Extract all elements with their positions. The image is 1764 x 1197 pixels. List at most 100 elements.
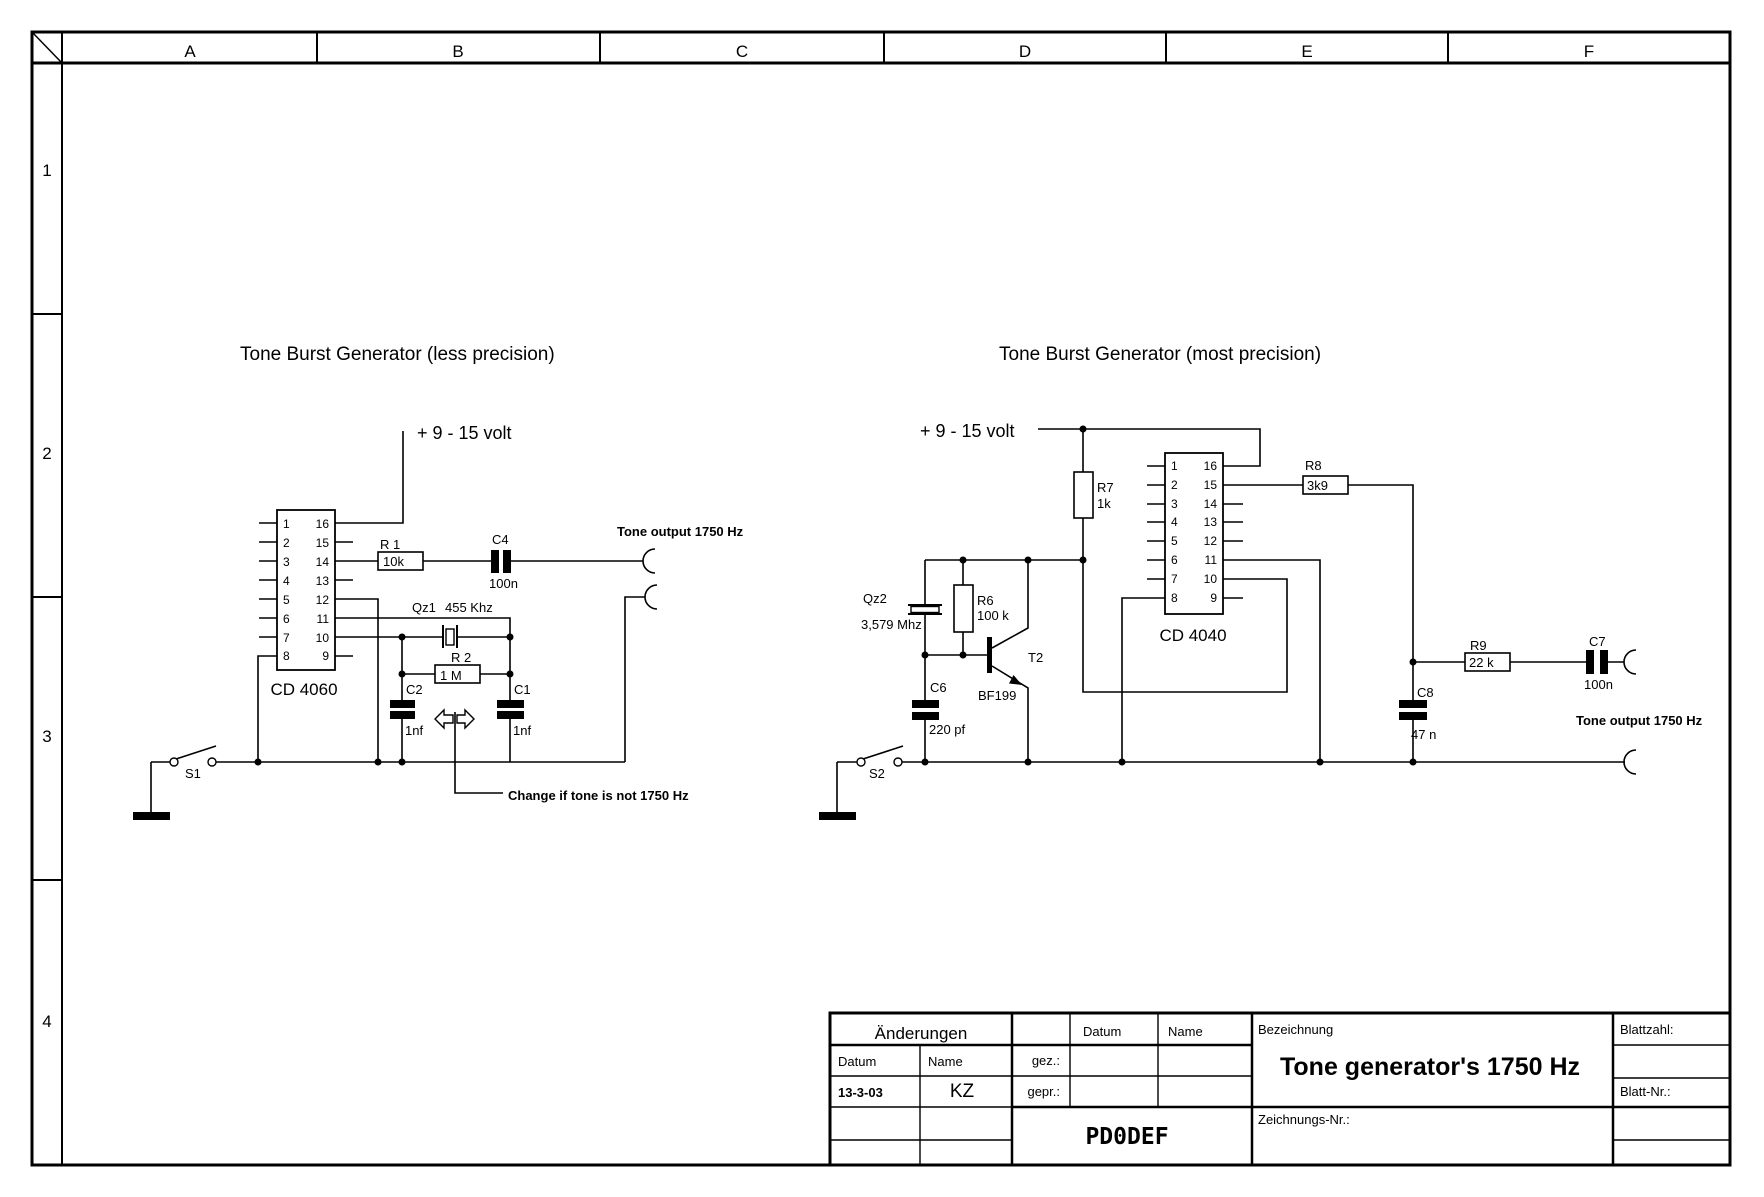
c2-value: 1nf [405, 723, 423, 738]
wire-power-pin16 [1038, 428, 1261, 467]
pin-number: 5 [283, 593, 290, 607]
pin-number: 9 [322, 649, 329, 663]
row-label-4: 4 [42, 1012, 51, 1031]
r1-name: R 1 [380, 537, 400, 552]
left-output-label: Tone output 1750 Hz [617, 524, 744, 539]
row-label-3: 3 [42, 727, 51, 746]
resistor-r8 [1302, 475, 1349, 495]
gez-label: gez.: [1032, 1053, 1060, 1068]
name-label-2: Name [1168, 1024, 1203, 1039]
wire-pin8-ground [1121, 597, 1165, 762]
pin-number: 2 [283, 536, 290, 550]
t2-type: BF199 [978, 688, 1016, 703]
c6-value: 220 pf [929, 722, 966, 737]
blattzahl-label: Blattzahl: [1620, 1022, 1673, 1037]
output-connector-icon [1623, 749, 1637, 775]
ic4040-label: CD 4040 [1159, 626, 1226, 645]
pin-number: 8 [283, 649, 290, 663]
s1-label: S1 [185, 766, 201, 781]
blatt-nr-label: Blatt-Nr.: [1620, 1084, 1671, 1099]
left-wires [150, 431, 645, 812]
ic4040-pin-numbers: 1 2 3 4 5 6 7 8 16 15 14 13 12 11 10 9 [1171, 459, 1217, 605]
switch-lever [862, 745, 904, 760]
pin-number: 15 [1204, 478, 1218, 492]
c7-value: 100n [1584, 677, 1613, 692]
title-block-main-lines [830, 1043, 1730, 1109]
r6-value: 100 k [977, 608, 1009, 623]
pin-number: 14 [316, 555, 330, 569]
c1-name: C1 [514, 682, 531, 697]
t2-name: T2 [1028, 650, 1043, 665]
capacitor-c2 [390, 700, 415, 708]
ground-symbol [133, 812, 170, 820]
crystal-qz2 [908, 604, 942, 615]
c2-name: C2 [406, 682, 423, 697]
right-circuit: Tone Burst Generator (most precision) + … [819, 344, 1703, 820]
zeichnungs-nr-label: Zeichnungs-Nr.: [1258, 1112, 1350, 1127]
wire-t2-emitter [991, 665, 1029, 762]
wire-t2-collector [991, 560, 1029, 649]
ic4060-label: CD 4060 [270, 680, 337, 699]
right-junction-dots [921, 425, 1417, 766]
qz1-value: 455 Khz [445, 600, 493, 615]
pin-number: 16 [316, 517, 330, 531]
s2-label: S2 [869, 766, 885, 781]
pin-number: 1 [1171, 459, 1178, 473]
pin-number: 7 [1171, 572, 1178, 586]
capacitor-c8 [1399, 700, 1427, 708]
resistor-r2 [434, 664, 481, 684]
r9-value: 22 k [1469, 655, 1494, 670]
wire-pin11-ground [1223, 559, 1321, 762]
pin-number: 10 [1204, 572, 1218, 586]
output-connector-icon [642, 548, 656, 574]
crystal-qz1 [442, 625, 458, 648]
junction-dot [1409, 758, 1417, 766]
switch-s2 [856, 745, 904, 767]
ic4060-left-pin-stubs [259, 522, 277, 638]
capacitor-c1 [497, 711, 524, 719]
junction-dot [1024, 758, 1032, 766]
pin-number: 3 [1171, 497, 1178, 511]
junction-dot [374, 758, 382, 766]
wire-note-pointer [454, 712, 503, 794]
junction-dot [506, 633, 514, 641]
capacitor-c4 [491, 550, 499, 573]
resistor-r9 [1464, 652, 1511, 672]
pin-number: 4 [283, 574, 290, 588]
pin-number: 1 [283, 517, 290, 531]
pin-number: 6 [283, 612, 290, 626]
frame-column-dividers [316, 32, 1449, 63]
resistor-r7 [1073, 471, 1094, 519]
column-label-f: F [1584, 42, 1594, 61]
capacitor-c6 [912, 700, 939, 708]
column-label-a: A [184, 42, 196, 61]
crystal-body [910, 605, 940, 614]
ic4060-pin-numbers: 1 2 3 4 5 6 7 8 16 15 14 13 12 11 10 9 [283, 517, 329, 663]
junction-dot [1316, 758, 1324, 766]
left-note: Change if tone is not 1750 Hz [508, 788, 689, 803]
output-connector-icon [1623, 649, 1637, 675]
capacitor-c8 [1399, 712, 1427, 720]
r7-name: R7 [1097, 480, 1114, 495]
capacitor-c2 [390, 711, 415, 719]
r1-value: 10k [383, 554, 404, 569]
junction-dot [398, 633, 406, 641]
ground-symbol [819, 812, 856, 820]
company-callsign: PD0DEF [1085, 1124, 1168, 1150]
junction-dot [398, 670, 406, 678]
c6-name: C6 [930, 680, 947, 695]
drawing-title: Tone generator's 1750 Hz [1280, 1053, 1580, 1081]
pin-number: 14 [1204, 497, 1218, 511]
column-label-b: B [452, 42, 463, 61]
wire-clock-pin10 [1082, 560, 1288, 693]
switch-contact [169, 757, 179, 767]
pin-number: 9 [1210, 591, 1217, 605]
capacitor-c7 [1586, 650, 1594, 674]
capacitor-c1 [497, 700, 524, 708]
left-power-label: + 9 - 15 volt [417, 423, 512, 443]
datum-label: Datum [838, 1054, 876, 1069]
datum-value: 13-3-03 [838, 1085, 883, 1100]
crystal-body [445, 628, 455, 646]
junction-dot [921, 758, 929, 766]
